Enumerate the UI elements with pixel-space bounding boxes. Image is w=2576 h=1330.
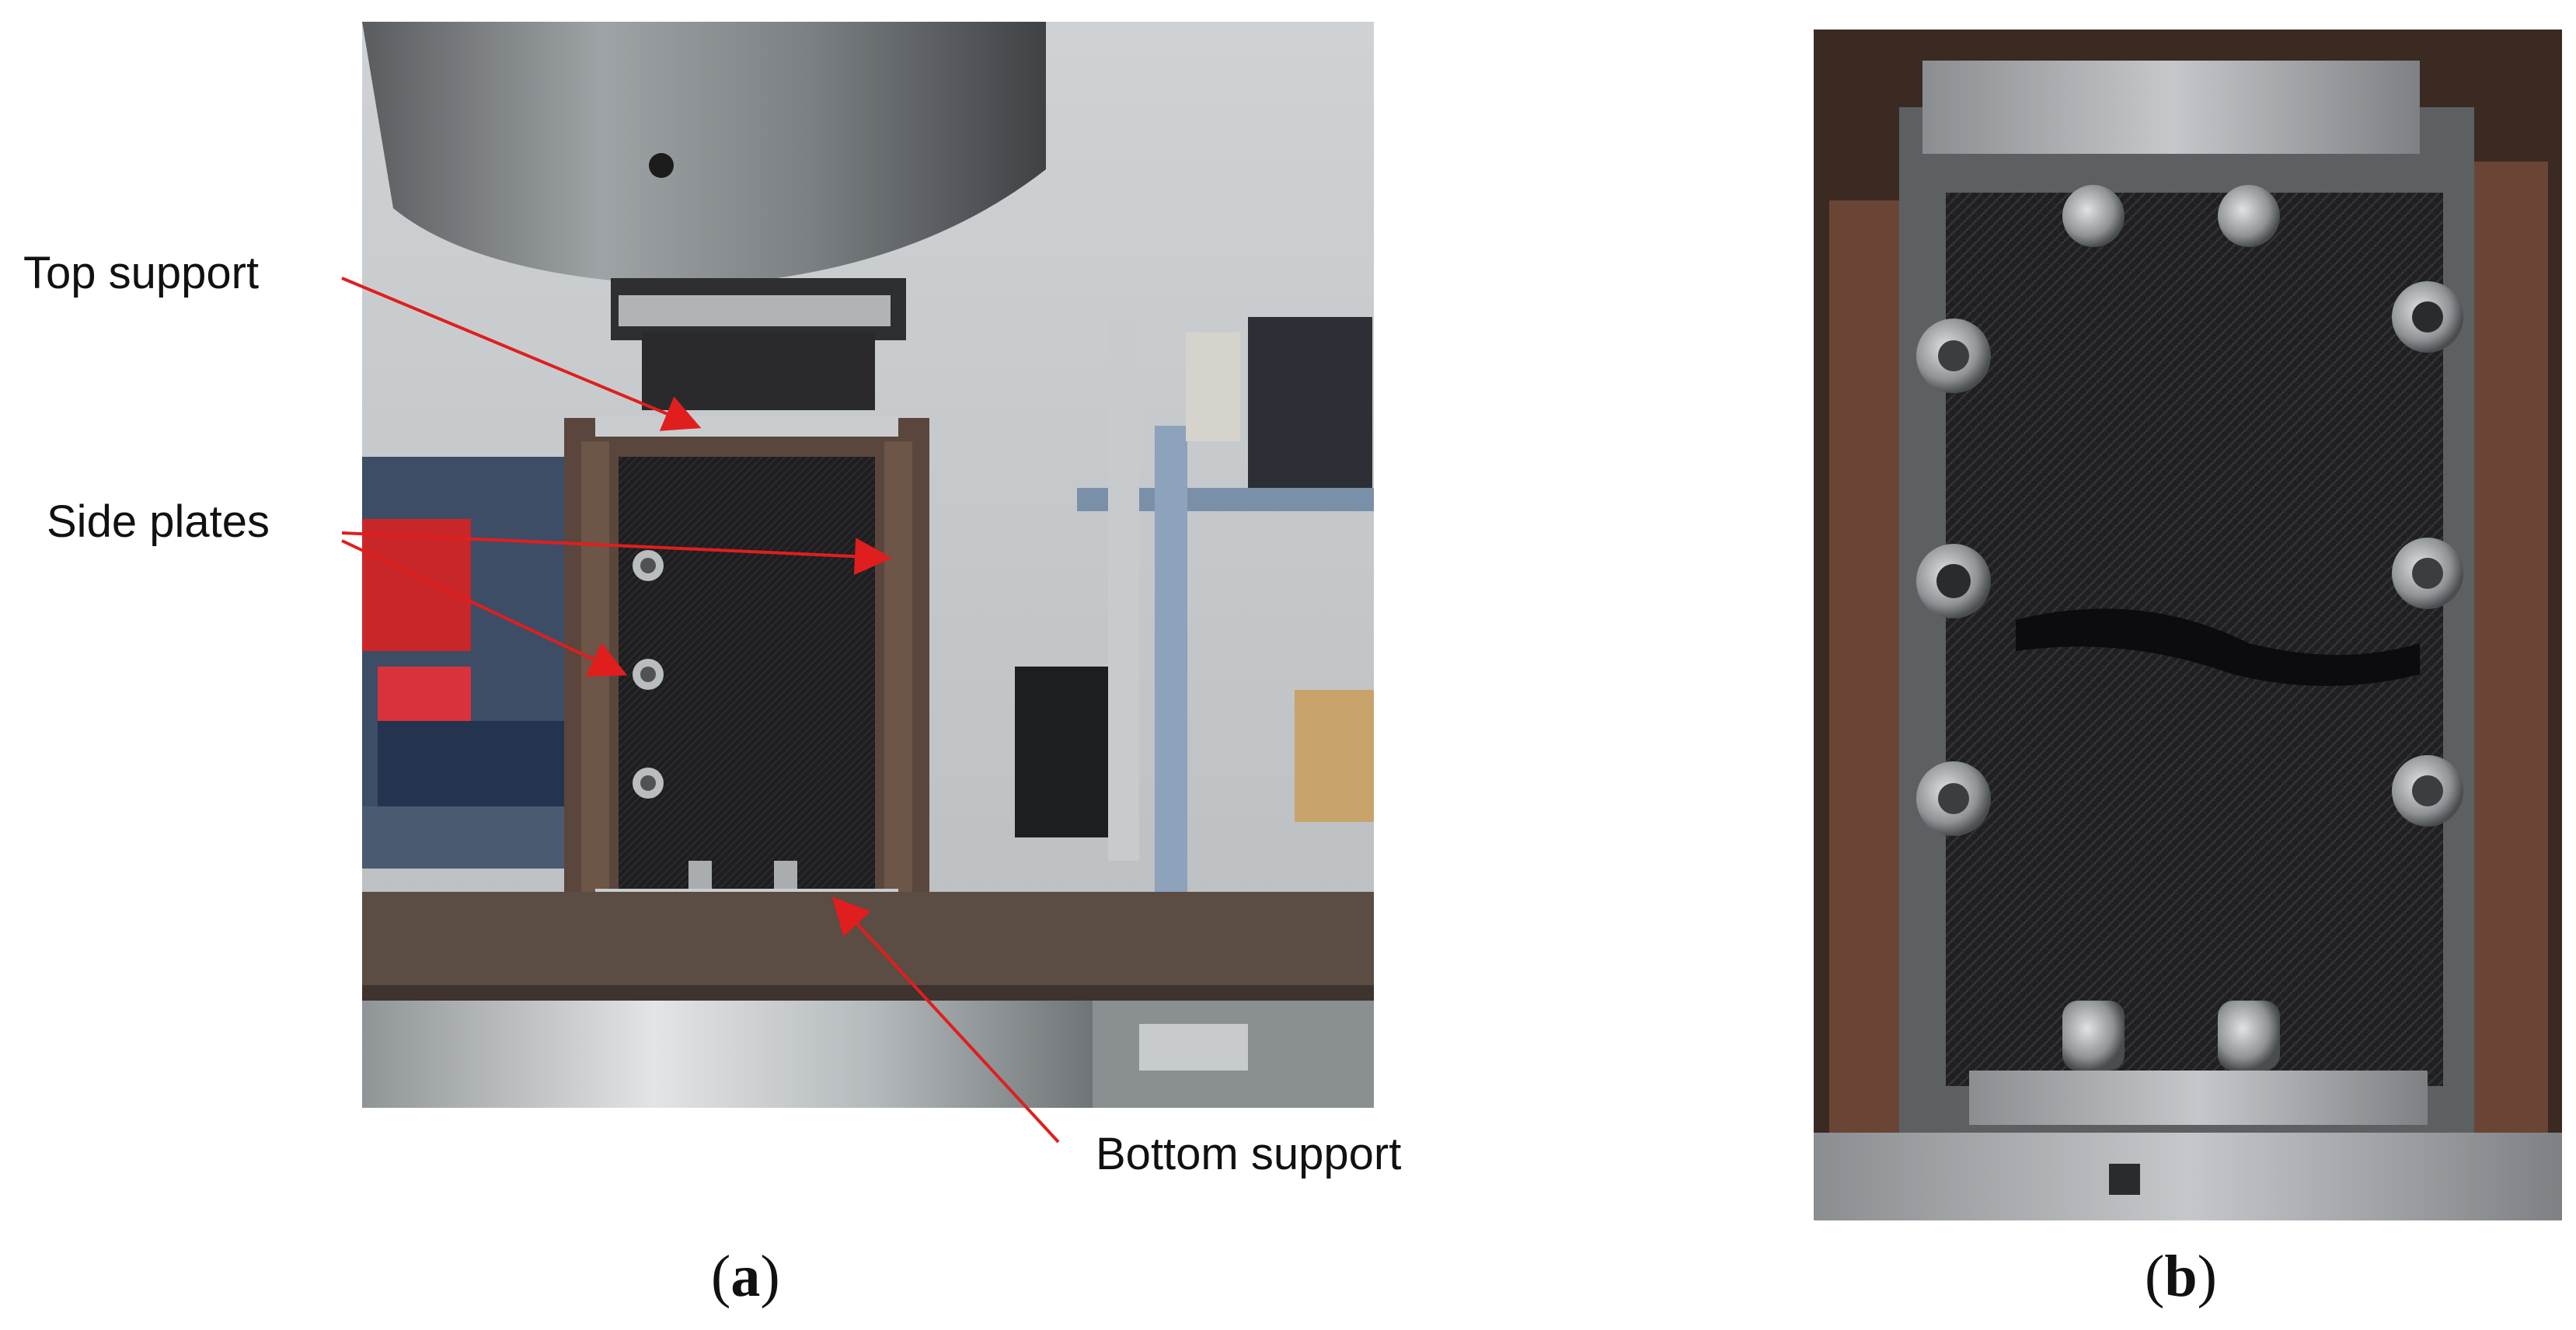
- label-top-support: Top support: [23, 248, 260, 298]
- photo-panel-b: [1814, 30, 2562, 1220]
- caption-a-letter: a: [730, 1244, 761, 1309]
- caption-a-close: ): [760, 1244, 780, 1309]
- caption-b-open: (: [2145, 1244, 2165, 1309]
- caption-panel-a: (a): [711, 1243, 780, 1311]
- caption-b-letter: b: [2164, 1244, 2198, 1309]
- photo-panel-a: [362, 22, 1374, 1108]
- caption-panel-b: (b): [2145, 1243, 2217, 1311]
- label-bottom-support: Bottom support: [1096, 1129, 1402, 1179]
- label-side-plates: Side plates: [47, 496, 270, 547]
- caption-a-open: (: [711, 1244, 731, 1309]
- caption-b-close: ): [2197, 1244, 2217, 1309]
